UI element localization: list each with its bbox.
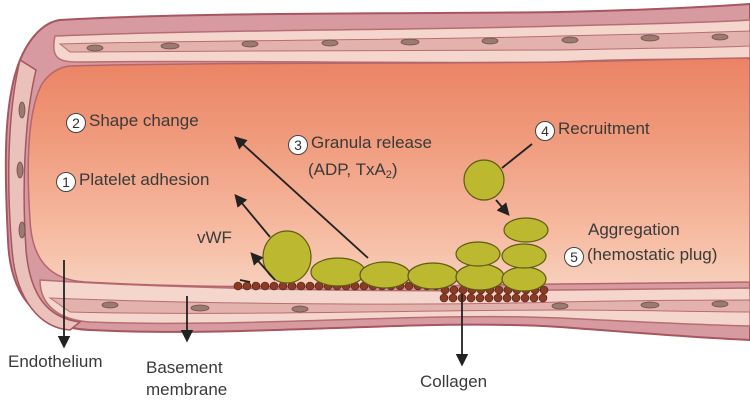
collagen-bead xyxy=(233,281,243,291)
step-5-text: Aggregation xyxy=(588,220,680,239)
arrows xyxy=(57,136,533,367)
step-3-badge: 3 xyxy=(288,135,308,155)
platelet-aggregate-3 xyxy=(501,266,547,292)
endothelial-cells-bottom xyxy=(101,300,729,313)
step-5-badge: 5 xyxy=(564,247,584,267)
platelet-spread-1 xyxy=(359,261,411,289)
arrow-vwf xyxy=(239,279,251,283)
endothelium-label: Endothelium xyxy=(8,352,103,371)
step-3-detail: (ADP, TxA2) xyxy=(308,160,398,181)
arrow-recruit-down xyxy=(495,199,510,216)
collagen-bead xyxy=(404,281,414,291)
collagen-bead xyxy=(538,293,548,303)
collagen-bead xyxy=(242,281,252,291)
collagen-bead xyxy=(439,293,449,303)
arrow-shape-change xyxy=(234,136,369,259)
collagen-bead xyxy=(475,293,485,303)
vwf-label: vWF xyxy=(197,228,232,247)
step-4-badge: 4 xyxy=(535,121,555,141)
vessel-lumen xyxy=(27,57,750,288)
collagen-bead xyxy=(502,293,512,303)
collagen-bead xyxy=(449,285,459,295)
collagen-bead xyxy=(511,293,521,303)
step-2-text: Shape change xyxy=(89,111,199,130)
platelet-aggregate-4 xyxy=(501,243,547,269)
step-3-text: Granula release xyxy=(311,133,432,152)
step-5-title: Aggregation xyxy=(588,220,680,240)
collagen-bead xyxy=(520,293,530,303)
platelet-aggregate-1 xyxy=(455,263,505,291)
collagen-bead xyxy=(269,281,279,291)
collagen-bead xyxy=(493,293,503,303)
arrow-adhesion xyxy=(234,194,271,238)
platelet-recruited xyxy=(463,159,505,201)
basement-membrane-label-1: Basement xyxy=(146,358,223,377)
step-5-detail: (hemostatic plug) xyxy=(587,245,718,264)
collagen-bead xyxy=(466,293,476,303)
collagen-bead xyxy=(251,281,261,291)
collagen-bead xyxy=(529,293,539,303)
collagen-bead xyxy=(296,281,306,291)
step-1-text: Platelet adhesion xyxy=(79,170,210,189)
basement-membrane-label-2: membrane xyxy=(146,380,228,399)
vessel-left-rim xyxy=(7,58,82,331)
platelet-spread-2 xyxy=(407,262,459,290)
collagen-bead xyxy=(260,281,270,291)
collagen-bead xyxy=(484,293,494,303)
arrow-vwf-up xyxy=(250,252,276,281)
collagen-bead xyxy=(305,281,315,291)
arrow-recruitment xyxy=(501,143,533,169)
step-5-label: 5(hemostatic plug) xyxy=(564,245,717,267)
vessel-lower-layer xyxy=(39,279,750,327)
collagen-bead xyxy=(448,293,458,303)
endothelial-cells-left xyxy=(16,101,26,239)
collagen-label: Collagen xyxy=(420,372,488,391)
platelet-shape-change xyxy=(310,257,366,287)
endothelial-cells-top xyxy=(86,33,729,52)
platelets xyxy=(262,159,549,292)
vessel-lower-band xyxy=(48,297,750,314)
platelet-aggregate-5 xyxy=(503,217,549,243)
step-2-badge: 2 xyxy=(66,113,86,133)
step-4-text: Recruitment xyxy=(558,119,650,138)
step-1-badge: 1 xyxy=(56,172,76,192)
platelet-aggregate-2 xyxy=(455,241,501,267)
